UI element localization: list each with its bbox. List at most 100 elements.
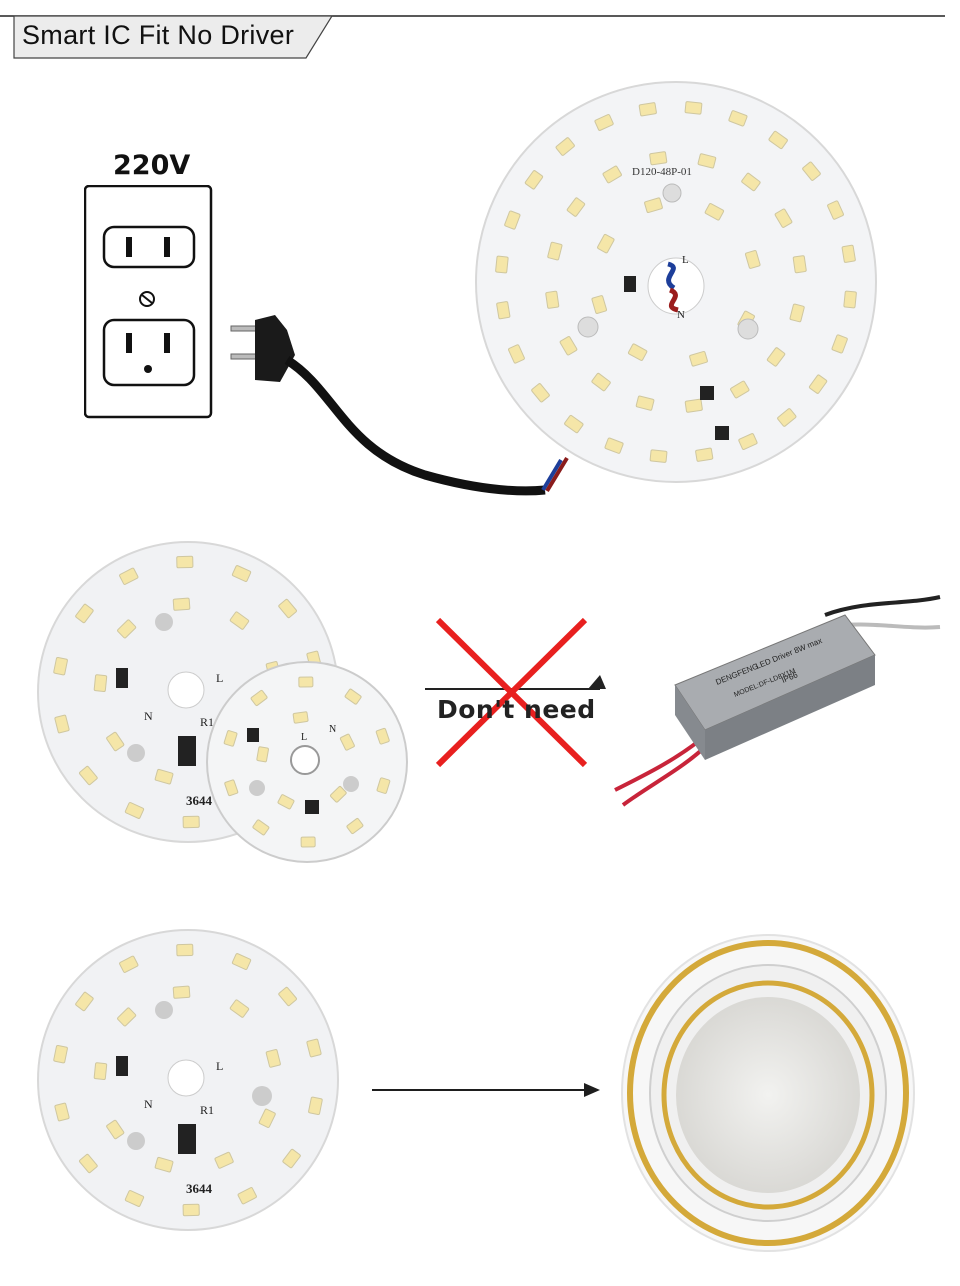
led-chip — [689, 350, 708, 367]
led-chip — [54, 714, 70, 734]
voltage-label: 220V — [113, 150, 191, 181]
led-chip — [106, 731, 125, 752]
svg-text:3644: 3644 — [186, 793, 213, 808]
led-chip — [79, 1153, 98, 1174]
led-chip — [176, 943, 194, 957]
led-chip — [54, 1102, 70, 1122]
svg-text:N: N — [144, 709, 153, 723]
top-pcb: D120-48P-01 L N — [472, 78, 880, 486]
svg-text:L: L — [682, 254, 689, 266]
led-chip — [792, 255, 807, 274]
led-chip — [644, 197, 663, 214]
led-chip — [704, 203, 725, 221]
led-chip — [277, 794, 295, 810]
led-chip — [684, 101, 703, 115]
led-chip — [154, 1156, 174, 1173]
downlight-lamp — [618, 930, 923, 1260]
led-chip — [79, 765, 98, 786]
led-chip — [75, 603, 94, 624]
svg-text:3644: 3644 — [186, 1181, 213, 1196]
led-chip — [117, 619, 137, 639]
svg-text:N: N — [677, 309, 685, 321]
led-chip — [777, 408, 797, 427]
led-chip — [843, 290, 857, 309]
svg-text:R1: R1 — [200, 1103, 214, 1117]
svg-text:R1: R1 — [200, 715, 214, 729]
led-chip — [278, 598, 297, 619]
led-chip — [602, 165, 622, 184]
led-chip — [524, 170, 544, 190]
led-chip — [649, 151, 668, 166]
led-chip — [182, 815, 200, 829]
led-chip — [252, 819, 270, 836]
led-chip — [154, 768, 174, 785]
bottom-pcb: 3644 L N R1 — [36, 928, 346, 1238]
led-chip — [649, 449, 668, 463]
led-chip — [604, 437, 624, 454]
led-chip — [831, 334, 848, 354]
led-chip — [124, 802, 145, 819]
led-chip — [547, 241, 563, 261]
header-tab — [0, 0, 960, 70]
led-chip — [306, 1038, 322, 1058]
led-chip — [308, 1096, 323, 1116]
result-arrow — [370, 1080, 602, 1100]
led-chip — [298, 676, 314, 688]
led-chip — [564, 414, 584, 434]
socket-bottom — [102, 318, 196, 387]
no-driver-cross — [420, 610, 615, 775]
led-chip — [744, 250, 761, 269]
led-chip — [695, 447, 714, 462]
led-chip — [176, 555, 194, 569]
led-chip — [119, 955, 139, 973]
led-chip — [730, 380, 750, 399]
led-chip — [330, 786, 347, 803]
led-chip — [774, 208, 793, 228]
led-chip — [344, 688, 362, 705]
led-chip — [53, 1044, 68, 1064]
led-chip — [106, 1119, 125, 1140]
led-chip — [53, 656, 68, 676]
pcb-model-text: D120-48P-01 — [632, 166, 692, 178]
led-chip — [229, 611, 250, 630]
led-chip — [566, 197, 586, 217]
led-chip — [827, 200, 844, 220]
led-chip — [182, 1203, 200, 1217]
svg-text:L: L — [216, 671, 223, 685]
svg-text:L: L — [216, 1059, 223, 1073]
led-chip — [172, 597, 191, 611]
led-chip — [684, 398, 703, 413]
led-chip — [231, 565, 252, 582]
led-chip — [635, 395, 655, 411]
led-chip — [258, 1108, 276, 1128]
page-title: Smart IC Fit No Driver — [22, 20, 295, 50]
led-driver: DENGFENG LED Driver 8W max MODEL:DF-LD8X… — [605, 585, 950, 815]
led-chip — [224, 779, 239, 797]
power-plug — [225, 300, 585, 500]
led-chip — [545, 290, 560, 309]
led-chip — [555, 137, 575, 156]
led-chip — [802, 161, 821, 181]
svg-text:L: L — [301, 732, 307, 743]
led-chip — [124, 1190, 145, 1207]
led-chip — [591, 295, 608, 314]
led-chip — [223, 730, 238, 747]
led-chip — [728, 110, 748, 127]
led-chip — [508, 344, 525, 364]
led-chip — [504, 210, 521, 230]
led-chip — [375, 727, 390, 745]
wall-outlet — [84, 185, 214, 420]
led-chip — [256, 746, 269, 763]
led-chip — [738, 433, 758, 450]
led-chip — [229, 999, 250, 1018]
led-chip — [237, 1187, 257, 1205]
led-chip — [594, 114, 614, 131]
svg-text:N: N — [329, 724, 336, 735]
led-chip — [282, 1148, 301, 1169]
socket-top — [102, 225, 196, 269]
led-chip — [597, 233, 615, 254]
led-chip — [346, 818, 364, 835]
led-chip — [768, 130, 788, 150]
led-chip — [75, 991, 94, 1012]
led-chip — [591, 372, 611, 392]
